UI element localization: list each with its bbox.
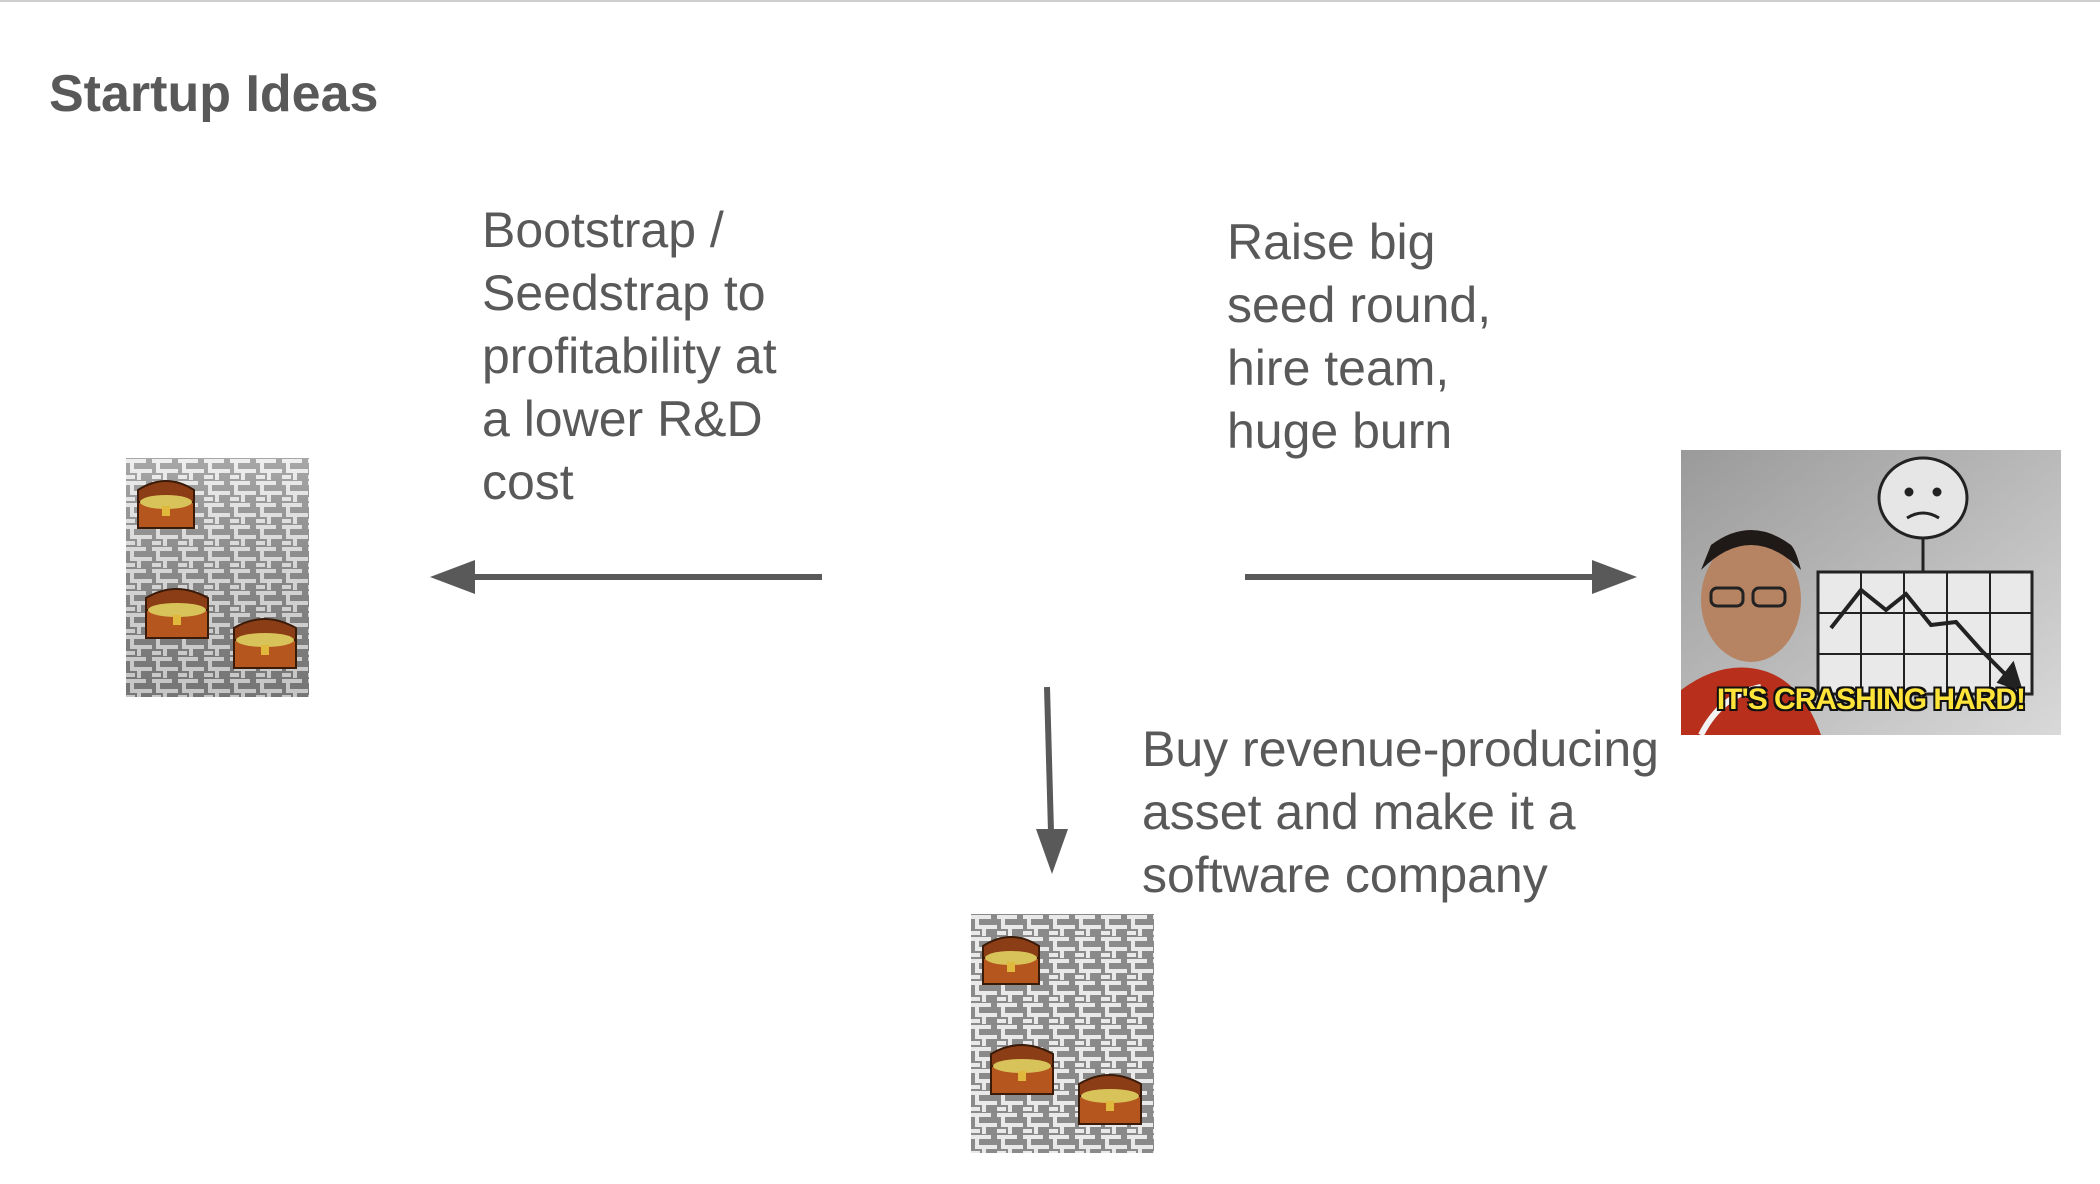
crashing-chart-meme-image: IT'S CRASHING HARD!: [1681, 450, 2061, 735]
slide-title: Startup Ideas: [49, 65, 379, 123]
buy-asset-caption: Buy revenue-producing asset and make it …: [1142, 718, 1659, 907]
caption-line: asset and make it a: [1142, 784, 1576, 840]
meme-caption: IT'S CRASHING HARD!: [1716, 683, 2026, 716]
treasure-maze-image: [126, 458, 309, 697]
caption-line: Buy revenue-producing: [1142, 721, 1659, 777]
arrow-right-icon: [1245, 560, 1637, 594]
treasure-chest-icon: [145, 588, 209, 639]
caption-line: Bootstrap /: [482, 202, 724, 258]
top-border: [0, 0, 2100, 2]
caption-line: huge burn: [1227, 403, 1453, 459]
caption-line: hire team,: [1227, 340, 1450, 396]
caption-line: a lower R&D: [482, 391, 763, 447]
treasure-chest-icon: [137, 480, 195, 529]
bootstrap-caption: Bootstrap / Seedstrap to profitability a…: [482, 199, 777, 514]
arrow-left-icon: [430, 560, 822, 594]
treasure-chest-icon: [233, 618, 297, 669]
treasure-chest-icon: [1078, 1074, 1142, 1125]
caption-line: software company: [1142, 847, 1548, 903]
caption-line: profitability at: [482, 328, 777, 384]
man-with-glasses-icon: [1681, 530, 1821, 735]
treasure-chest-icon: [982, 936, 1040, 985]
caption-line: Raise big: [1227, 214, 1436, 270]
sad-stick-figure-icon: [1877, 456, 1969, 572]
caption-line: cost: [482, 454, 574, 510]
treasure-maze-image: [971, 914, 1154, 1153]
caption-line: seed round,: [1227, 277, 1492, 333]
raise-seed-caption: Raise big seed round, hire team, huge bu…: [1227, 211, 1491, 463]
caption-line: Seedstrap to: [482, 265, 766, 321]
arrow-down-icon: [1036, 686, 1068, 874]
treasure-chest-icon: [990, 1044, 1054, 1095]
crashing-chart-icon: [1816, 570, 2034, 696]
